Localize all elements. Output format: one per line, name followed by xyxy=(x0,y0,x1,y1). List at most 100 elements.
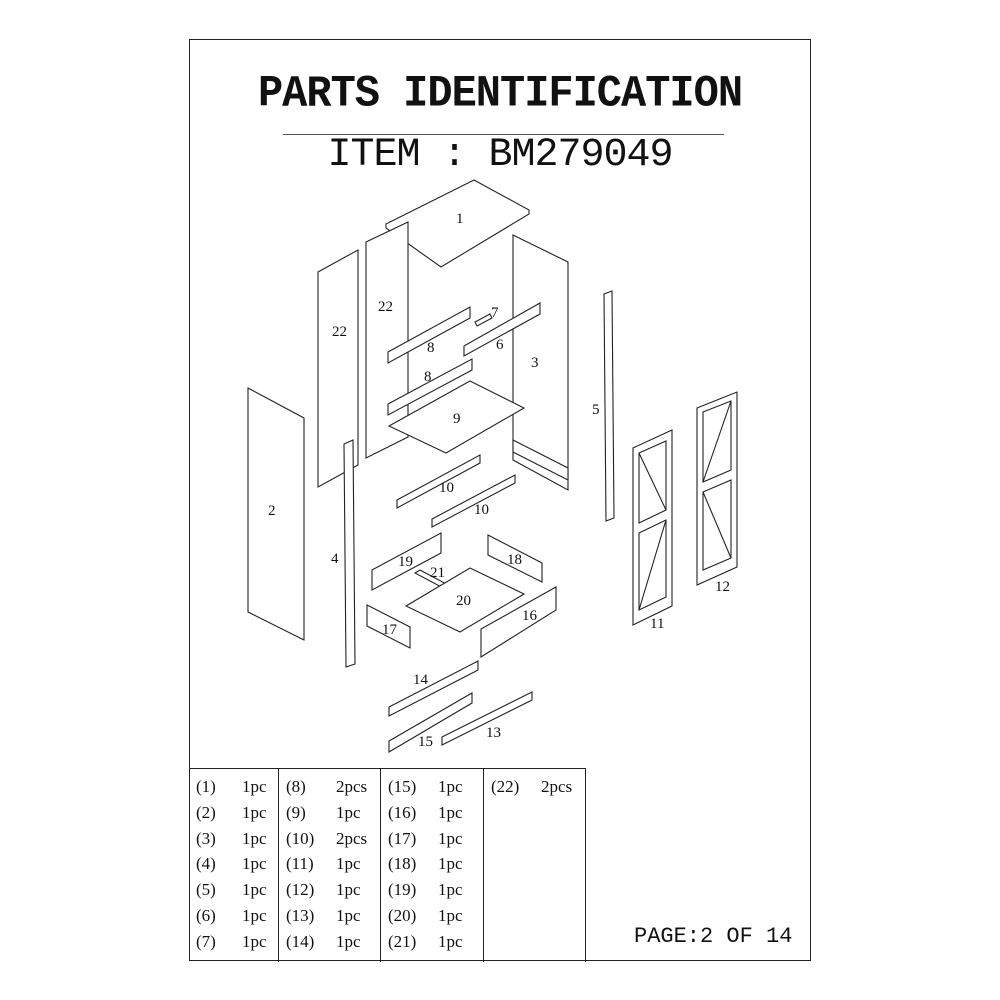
label-19: 19 xyxy=(398,554,413,570)
part-number: (20) xyxy=(388,905,417,925)
part-2-side-panel xyxy=(247,387,305,641)
label-10-a: 10 xyxy=(439,480,454,496)
part-quantity: 1pc xyxy=(336,880,361,900)
part-number: (17) xyxy=(388,828,417,848)
table-row: (15) 1pc xyxy=(381,777,483,803)
table-row: (1)1pc xyxy=(189,777,278,803)
part-8-rail-lower xyxy=(387,358,473,416)
part-number: (13) xyxy=(286,905,315,925)
part-quantity: 1pc xyxy=(242,828,267,848)
part-5-post xyxy=(603,290,615,522)
table-row: (14) 1pc xyxy=(279,932,380,958)
label-15: 15 xyxy=(418,734,433,750)
label-7: 7 xyxy=(491,305,499,321)
table-row: (20) 1pc xyxy=(381,906,483,932)
label-22-left: 22 xyxy=(332,324,347,340)
label-12: 12 xyxy=(715,579,730,595)
label-16: 16 xyxy=(522,608,538,624)
part-number: (21) xyxy=(388,931,417,951)
table-row: (7)1pc xyxy=(189,932,278,958)
table-column: (1)1pc(2)1pc(3)1pc(4)1pc(5)1pc(6)1pc(7)1… xyxy=(189,769,279,962)
label-22-right: 22 xyxy=(378,299,393,315)
label-2: 2 xyxy=(268,503,276,519)
label-18: 18 xyxy=(507,552,522,568)
table-row: (3) 1pc xyxy=(189,829,278,855)
part-number: (5) xyxy=(196,880,216,900)
part-quantity: 1pc xyxy=(438,802,463,822)
part-13-rail xyxy=(441,691,533,746)
label-6: 6 xyxy=(496,337,504,353)
table-row: (13)1pc xyxy=(279,906,380,932)
table-row: (10) 2pcs xyxy=(279,829,380,855)
part-quantity: 1pc xyxy=(242,854,267,874)
part-14-rail xyxy=(388,660,479,717)
label-17: 17 xyxy=(382,622,398,638)
part-quantity: 1pc xyxy=(336,854,361,874)
label-8-upper: 8 xyxy=(427,340,435,356)
label-3: 3 xyxy=(531,355,539,371)
part-number: (16) xyxy=(388,802,417,822)
table-row: (11) 1pc xyxy=(279,854,380,880)
part-4-post xyxy=(343,439,356,668)
table-row: (2)1pc xyxy=(189,803,278,829)
part-quantity: 2pcs xyxy=(541,777,573,796)
part-number: (6) xyxy=(196,905,216,925)
part-number: (22) xyxy=(491,777,520,796)
table-row: (12) 1pc xyxy=(279,880,380,906)
part-22-back-panel-left xyxy=(317,249,359,488)
label-11: 11 xyxy=(650,616,664,632)
part-quantity: 1pc xyxy=(438,854,463,874)
part-number: (18) xyxy=(388,854,417,874)
part-9-shelf xyxy=(387,380,526,454)
part-quantity: 1pc xyxy=(336,931,361,951)
part-number: (19) xyxy=(388,880,417,900)
table-row: (4) 1pc xyxy=(189,854,278,880)
page-title: PARTS IDENTIFICATION xyxy=(257,68,743,120)
part-number: (12) xyxy=(286,880,315,900)
part-number: (3) xyxy=(196,828,216,848)
table-column: (22) 2pcs xyxy=(484,769,586,962)
part-number: (10) xyxy=(286,828,315,848)
label-14: 14 xyxy=(413,672,429,688)
table-column: (8)2pcs(9)1pc(10)2pcs(11)1pc(12)1pc(13)1… xyxy=(279,769,381,962)
table-row: (6)1pc xyxy=(189,906,278,932)
part-15-rail xyxy=(388,692,473,753)
label-4: 4 xyxy=(331,551,339,567)
part-quantity: 1pc xyxy=(438,905,463,925)
title-divider xyxy=(283,134,724,135)
table-row: (22) 2pcs xyxy=(484,777,585,803)
part-11-door xyxy=(632,429,673,626)
part-10-rail-a xyxy=(396,454,481,509)
part-number: (4) xyxy=(196,854,216,874)
part-number: (7) xyxy=(196,931,216,951)
label-20: 20 xyxy=(456,593,471,609)
table-column: (15)1pc(16)1pc(17)1pc(18)1pc(19)1pc(20)1… xyxy=(381,769,484,962)
part-20-drawer-bottom xyxy=(404,567,526,633)
part-number: (15) xyxy=(388,777,417,796)
table-row: (19)1pc xyxy=(381,880,483,906)
part-quantity: 1pc xyxy=(336,802,361,822)
label-13: 13 xyxy=(486,725,501,741)
part-18-drawer-side xyxy=(487,534,543,583)
part-quantity: 1pc xyxy=(438,777,463,796)
part-6-rail xyxy=(463,302,541,357)
table-row: (17)1pc xyxy=(381,829,483,855)
part-12-door xyxy=(696,391,738,586)
part-10-rail-b xyxy=(431,474,516,528)
part-16-drawer-front xyxy=(480,586,557,658)
page-frame xyxy=(189,39,811,961)
label-1: 1 xyxy=(456,211,464,227)
part-number: (8) xyxy=(286,777,306,796)
part-quantity: 1pc xyxy=(242,802,267,822)
parts-quantity-table: (1)1pc(2)1pc(3)1pc(4)1pc(5)1pc(6)1pc(7)1… xyxy=(189,768,586,962)
part-number: (14) xyxy=(286,931,315,951)
table-row: (16) 1pc xyxy=(381,803,483,829)
label-9: 9 xyxy=(453,411,461,427)
part-17-drawer-back-panel xyxy=(366,604,411,649)
part-quantity: 1pc xyxy=(438,931,463,951)
part-quantity: 1pc xyxy=(242,777,267,796)
part-quantity: 2pcs xyxy=(336,828,368,848)
part-number: (11) xyxy=(286,854,314,874)
part-number: (9) xyxy=(286,802,306,822)
